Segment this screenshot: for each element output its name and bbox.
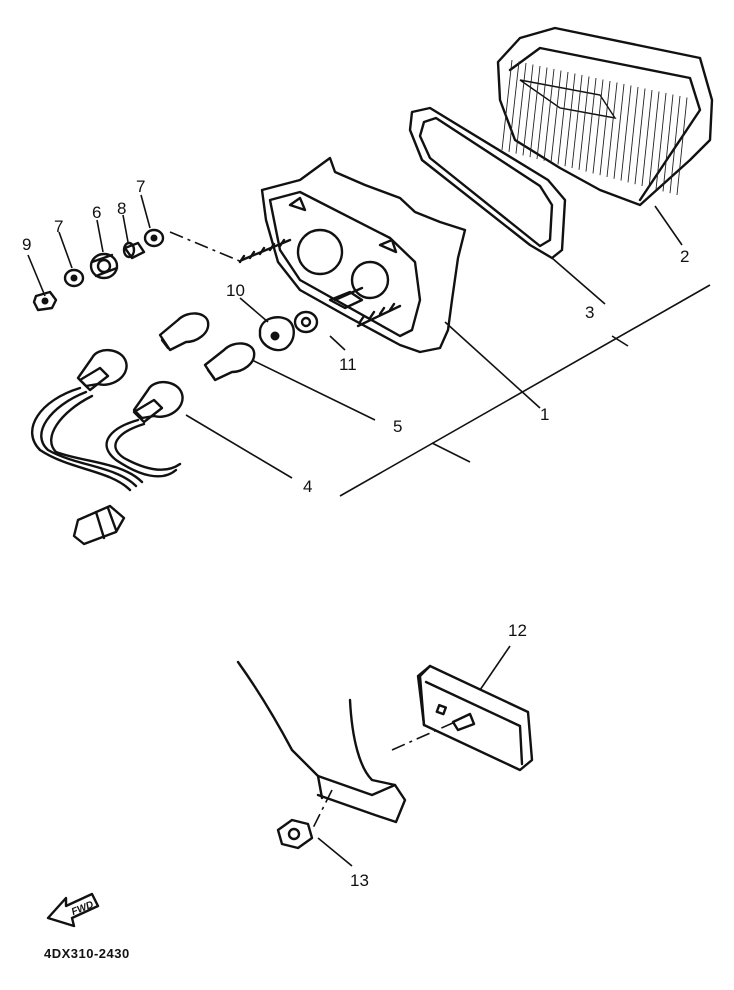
lens-hatch-line bbox=[578, 76, 590, 170]
callout-2: 2 bbox=[680, 247, 689, 266]
nut-9 bbox=[32, 290, 58, 312]
callout-10: 10 bbox=[226, 281, 245, 300]
washer-7-left bbox=[63, 268, 85, 288]
lens-hatch-line bbox=[501, 59, 513, 151]
collar-8 bbox=[122, 241, 146, 260]
tail-light-lens bbox=[496, 26, 714, 207]
callout-12: 12 bbox=[508, 621, 527, 640]
lens-hatch-line bbox=[508, 61, 520, 152]
callout-3: 3 bbox=[585, 303, 594, 322]
lens-hatch-line bbox=[543, 68, 555, 161]
callout-6: 6 bbox=[92, 203, 101, 222]
callout-7b: 7 bbox=[136, 177, 145, 196]
lens-hatch-line bbox=[669, 95, 681, 194]
small-fasteners bbox=[32, 228, 165, 312]
lens-hatch-line bbox=[529, 65, 541, 158]
lens-hatch-line bbox=[620, 85, 632, 181]
lens-hatch-line bbox=[536, 67, 548, 160]
callout-1: 1 bbox=[540, 405, 549, 424]
callout-7a: 7 bbox=[54, 217, 63, 236]
bulb-upper bbox=[158, 312, 210, 352]
lens-hatch-line bbox=[564, 73, 576, 167]
lens-hatch-line bbox=[606, 82, 618, 178]
callout-4: 4 bbox=[303, 477, 312, 496]
bulbs bbox=[158, 310, 319, 382]
leader-lines bbox=[27, 194, 711, 867]
tail-light-housing bbox=[238, 156, 467, 354]
lens-hatch-line bbox=[592, 79, 604, 174]
lens-hatch-line bbox=[627, 86, 639, 183]
lens-hatch-line bbox=[662, 94, 674, 192]
bulb-lower bbox=[203, 342, 256, 382]
callout-5: 5 bbox=[393, 417, 402, 436]
socket-cover-10 bbox=[258, 316, 295, 352]
wiring-harness bbox=[30, 349, 184, 546]
washer-11 bbox=[293, 310, 319, 334]
reflector-12 bbox=[416, 664, 534, 772]
lens-hatch-line bbox=[571, 74, 583, 169]
lens-hatch-line bbox=[641, 89, 653, 187]
lens-hatch-line bbox=[676, 97, 688, 196]
grommet-6 bbox=[89, 252, 119, 280]
callout-numbers: 1 2 3 4 5 6 7 7 8 9 10 11 12 13 bbox=[22, 177, 689, 890]
lens-hatch-line bbox=[515, 62, 527, 154]
rear-fender bbox=[236, 660, 407, 824]
lens-hatch-line bbox=[655, 92, 667, 190]
lens-hatch-line bbox=[599, 80, 611, 176]
callout-8: 8 bbox=[117, 199, 126, 218]
lens-hatch-line bbox=[613, 83, 625, 179]
callout-11: 11 bbox=[339, 355, 357, 374]
forward-arrow-icon: FWD bbox=[46, 892, 100, 928]
lens-hatch-line bbox=[557, 71, 569, 165]
diagram-code: 4DX310-2430 bbox=[44, 946, 130, 961]
callout-9: 9 bbox=[22, 235, 31, 254]
lens-hatch-line bbox=[585, 77, 597, 172]
washer-7-right bbox=[143, 228, 165, 248]
lens-hatch-line bbox=[522, 64, 534, 156]
lens-gasket bbox=[408, 106, 567, 260]
callout-13: 13 bbox=[350, 871, 369, 890]
flange-nut-13 bbox=[276, 818, 314, 850]
lens-hatch-line bbox=[634, 88, 646, 185]
lens-hatch-line bbox=[648, 91, 660, 188]
lens-hatch-line bbox=[550, 70, 562, 163]
